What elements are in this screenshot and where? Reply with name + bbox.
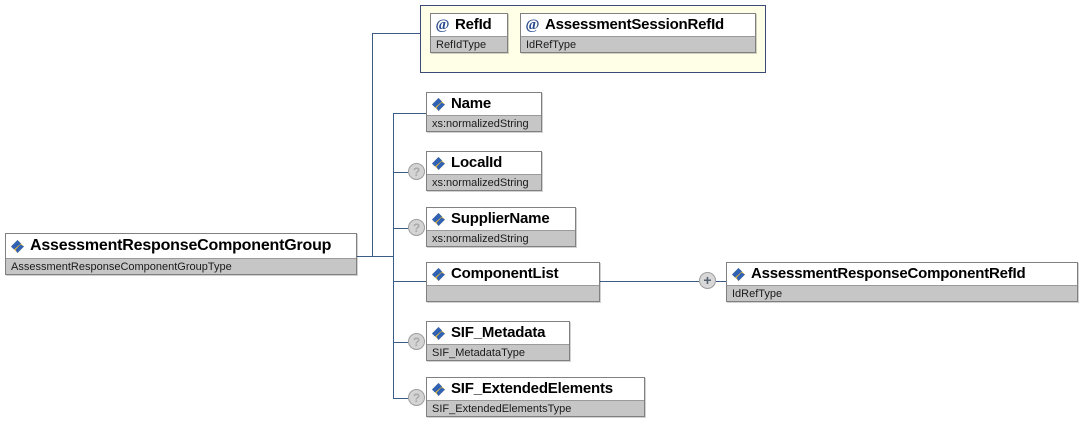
node-attribute-refid-type: RefIdType [431, 36, 507, 52]
node-assessmentresponsecomponentrefid-type: IdRefType [727, 285, 1077, 301]
node-sif-metadata-title: SIF_Metadata [427, 322, 569, 344]
node-assessmentresponsecomponentrefid-label: AssessmentResponseComponentRefId [751, 265, 1026, 282]
element-icon [431, 382, 446, 397]
element-icon [431, 97, 446, 112]
optional-marker-suppliername: ? [408, 219, 425, 236]
node-suppliername-type: xs:normalizedString [427, 230, 575, 246]
node-sif-metadata-type: SIF_MetadataType [427, 344, 569, 360]
node-suppliername-title: SupplierName [427, 208, 575, 230]
node-root-title: AssessmentResponseComponentGroup [6, 234, 356, 258]
node-root-label: AssessmentResponseComponentGroup [30, 237, 332, 254]
optional-marker-sif-extendedelements: ? [408, 389, 425, 406]
node-attribute-refid[interactable]: @ RefId RefIdType [430, 13, 508, 53]
node-localid-type: xs:normalizedString [427, 174, 541, 190]
node-sif-extendedelements[interactable]: SIF_ExtendedElements SIF_ExtendedElement… [426, 377, 645, 417]
node-attribute-refid-label: RefId [455, 16, 492, 33]
node-name-title: Name [427, 93, 541, 115]
node-attribute-assessmentsessionrefid-type: IdRefType [521, 36, 755, 52]
connector-attr-stub [372, 33, 420, 34]
connector-child-localid [393, 172, 408, 173]
node-name[interactable]: Name xs:normalizedString [426, 92, 542, 132]
element-icon [431, 156, 446, 171]
node-componentlist-label: ComponentList [451, 265, 559, 282]
node-componentlist-title: ComponentList [427, 263, 599, 285]
connector-child-name [393, 113, 426, 114]
node-name-type: xs:normalizedString [427, 115, 541, 131]
connector-refid-stub [716, 281, 726, 282]
element-icon [431, 212, 446, 227]
connector-child-supplier [393, 228, 408, 229]
connector-children-trunk [393, 113, 394, 398]
node-sif-extendedelements-title: SIF_ExtendedElements [427, 378, 644, 400]
attribute-icon: @ [435, 16, 450, 33]
node-suppliername-label: SupplierName [451, 210, 550, 227]
node-suppliername[interactable]: SupplierName xs:normalizedString [426, 207, 576, 247]
element-icon [431, 267, 446, 282]
node-name-label: Name [451, 95, 492, 112]
node-attribute-assessmentsessionrefid[interactable]: @ AssessmentSessionRefId IdRefType [520, 13, 756, 53]
node-sif-metadata-label: SIF_Metadata [451, 324, 546, 341]
connector-componentlist-to-refid [600, 281, 699, 282]
node-localid-title: LocalId [427, 152, 541, 174]
node-componentlist-type [427, 285, 599, 301]
connector-child-complist [393, 281, 426, 282]
node-root[interactable]: AssessmentResponseComponentGroup Assessm… [5, 233, 357, 275]
optional-marker-localid: ? [408, 163, 425, 180]
expand-marker-assessmentresponsecomponentrefid[interactable]: + [699, 272, 716, 289]
node-attribute-assessmentsessionrefid-title: @ AssessmentSessionRefId [521, 14, 755, 36]
connector-child-metadata [393, 342, 408, 343]
connector-root-stub [357, 256, 393, 257]
connector-attr-trunk [372, 33, 373, 257]
element-icon [731, 267, 746, 282]
element-icon [10, 239, 25, 254]
node-localid-label: LocalId [451, 154, 503, 171]
node-localid[interactable]: LocalId xs:normalizedString [426, 151, 542, 191]
connector-child-extended [393, 398, 408, 399]
attribute-icon: @ [525, 16, 540, 33]
node-sif-metadata[interactable]: SIF_Metadata SIF_MetadataType [426, 321, 570, 361]
optional-marker-sif-metadata: ? [408, 333, 425, 350]
node-assessmentresponsecomponentrefid[interactable]: AssessmentResponseComponentRefId IdRefTy… [726, 262, 1078, 302]
element-icon [431, 326, 446, 341]
node-root-type: AssessmentResponseComponentGroupType [6, 258, 356, 274]
node-attribute-assessmentsessionrefid-label: AssessmentSessionRefId [545, 16, 725, 33]
node-attribute-refid-title: @ RefId [431, 14, 507, 36]
node-assessmentresponsecomponentrefid-title: AssessmentResponseComponentRefId [727, 263, 1077, 285]
node-componentlist[interactable]: ComponentList [426, 262, 600, 302]
node-sif-extendedelements-type: SIF_ExtendedElementsType [427, 400, 644, 416]
node-sif-extendedelements-label: SIF_ExtendedElements [451, 380, 613, 397]
